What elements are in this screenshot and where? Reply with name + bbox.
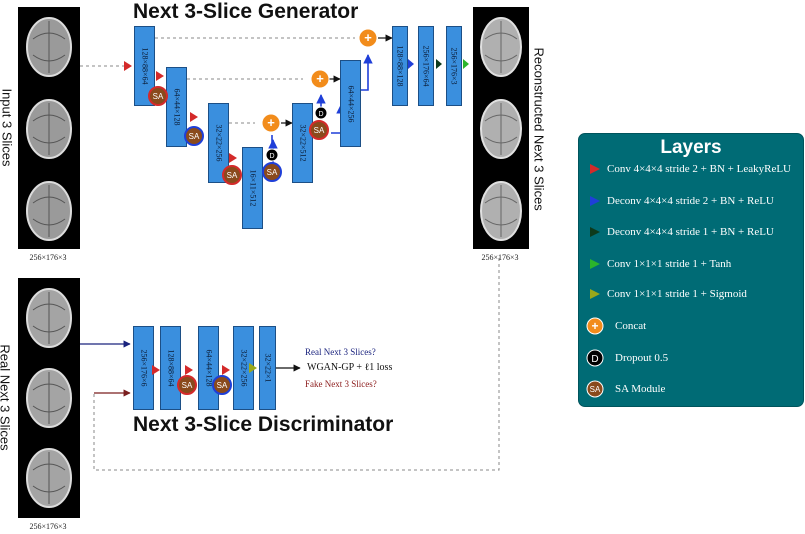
brain-slices-icon — [26, 288, 72, 508]
svg-text:+: + — [316, 71, 324, 86]
darkgreen-triangle-icon — [436, 59, 442, 69]
gen-block-2: 64×44×128 — [166, 67, 187, 147]
generator-title: Next 3-Slice Generator — [133, 0, 359, 23]
svg-text:D: D — [318, 111, 323, 118]
gen-block-5: 32×22×512 — [292, 103, 313, 183]
svg-text:+: + — [267, 115, 275, 130]
fake-question-label: Fake Next 3 Slices? — [305, 379, 377, 389]
legend-item-dropout: D Dropout 0.5 — [586, 349, 668, 367]
disc-block-2: 128×88×64 — [160, 326, 181, 410]
green-triangle-icon — [590, 259, 600, 269]
sa-icon: SA — [212, 375, 232, 395]
darkgreen-triangle-icon — [590, 227, 600, 237]
red-triangle-icon — [590, 164, 600, 174]
brain-slices-icon — [480, 17, 522, 241]
red-triangle-icon — [190, 112, 198, 122]
legend-item-sa-module: SA SA Module — [586, 380, 665, 398]
olive-triangle-icon — [590, 289, 600, 299]
blue-triangle-icon — [408, 59, 414, 69]
sa-icon: SA — [177, 375, 197, 395]
blue-triangle-icon — [590, 196, 600, 206]
legend-item-conv-leakyrelu: Conv 4×4×4 stride 2 + BN + LeakyReLU — [589, 161, 791, 177]
discriminator-title: Next 3-Slice Discriminator — [133, 413, 394, 436]
gen-block-6: 64×44×256 — [340, 60, 361, 147]
concat-icon: + — [586, 317, 604, 335]
real-dim-label: 256×176×3 — [29, 522, 67, 531]
gen-block-8: 256×176×64 — [418, 26, 434, 106]
svg-text:+: + — [591, 319, 598, 333]
concat-icon: + — [310, 69, 330, 89]
svg-text:+: + — [364, 30, 372, 45]
red-triangle-icon — [229, 153, 237, 163]
svg-text:SA: SA — [182, 381, 193, 390]
legend-item-deconv-s2: Deconv 4×4×4 stride 2 + BN + ReLU — [589, 193, 774, 209]
legend-item-conv-sigmoid: Conv 1×1×1 stride 1 + Sigmoid — [589, 286, 747, 302]
gen-block-7: 128×88×128 — [392, 26, 408, 106]
gen-block-1: 128×88×64 — [134, 26, 155, 106]
disc-block-5: 32×22×1 — [259, 326, 276, 410]
red-triangle-icon — [156, 71, 164, 81]
svg-text:SA: SA — [590, 385, 601, 394]
sa-icon: SA — [586, 380, 604, 398]
sa-icon: SA — [222, 165, 242, 185]
svg-text:SA: SA — [267, 168, 278, 177]
svg-text:SA: SA — [217, 381, 228, 390]
sa-icon: SA — [309, 120, 329, 140]
svg-text:SA: SA — [227, 171, 238, 180]
output-slices-image — [473, 7, 529, 249]
olive-triangle-icon — [249, 363, 257, 373]
real-slices-image — [18, 278, 80, 518]
gen-block-9: 256×176×3 — [446, 26, 462, 106]
dropout-icon: D — [265, 148, 279, 162]
loss-label: WGAN-GP + ℓ1 loss — [307, 362, 393, 373]
concat-icon: + — [261, 113, 281, 133]
green-triangle-icon — [463, 59, 469, 69]
svg-text:D: D — [591, 354, 598, 365]
legend-title: Layers — [660, 137, 722, 158]
legend-item-conv-tanh: Conv 1×1×1 stride 1 + Tanh — [589, 256, 731, 272]
red-triangle-icon — [222, 365, 230, 375]
legend-item-concat: + Concat — [586, 317, 646, 335]
sa-icon: SA — [262, 162, 282, 182]
red-triangle-icon — [185, 365, 193, 375]
input-dim-label: 256×176×3 — [29, 253, 67, 262]
legend-panel: Layers Conv 4×4×4 stride 2 + BN + LeakyR… — [578, 133, 804, 407]
legend-item-deconv-s1: Deconv 4×4×4 stride 1 + BN + ReLU — [589, 224, 774, 240]
sa-icon: SA — [148, 86, 168, 106]
input-slices-image — [18, 7, 80, 249]
dropout-icon: D — [314, 106, 328, 120]
red-triangle-icon — [152, 365, 160, 375]
svg-text:SA: SA — [189, 132, 200, 141]
output-dim-label: 256×176×3 — [481, 253, 519, 262]
svg-text:SA: SA — [153, 92, 164, 101]
concat-icon: + — [358, 28, 378, 48]
brain-slices-icon — [26, 17, 72, 241]
gen-block-3: 32×22×256 — [208, 103, 229, 183]
gen-block-4: 16×11×512 — [242, 147, 263, 229]
dropout-icon: D — [586, 349, 604, 367]
red-triangle-icon — [124, 61, 132, 71]
svg-text:D: D — [269, 153, 274, 160]
sa-icon: SA — [184, 126, 204, 146]
real-question-label: Real Next 3 Slices? — [305, 347, 376, 357]
svg-text:SA: SA — [314, 126, 325, 135]
